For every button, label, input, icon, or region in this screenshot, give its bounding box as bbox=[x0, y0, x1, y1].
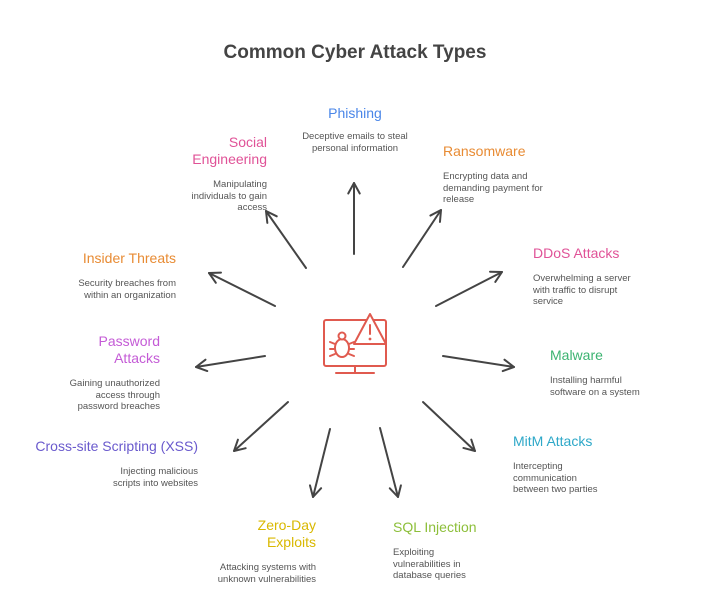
node-title: MitM Attacks bbox=[513, 433, 593, 449]
node-title: Cross-site Scripting (XSS) bbox=[35, 438, 198, 454]
node-description: Encrypting data and demanding payment fo… bbox=[443, 171, 543, 205]
node-xss: Cross-site Scripting (XSS) Injecting mal… bbox=[30, 438, 198, 489]
arrow-zeroday bbox=[308, 428, 331, 498]
node-phishing: Phishing Deceptive emails to steal perso… bbox=[300, 105, 410, 154]
node-description: Injecting malicious scripts into website… bbox=[112, 466, 198, 489]
node-title: Zero-Day Exploits bbox=[257, 517, 316, 550]
node-title: Insider Threats bbox=[82, 250, 176, 266]
node-description: Manipulating individuals to gain access bbox=[191, 179, 267, 213]
arrow-insider bbox=[208, 271, 276, 307]
node-description: Installing harmful software on a system bbox=[550, 375, 640, 398]
arrow-sql bbox=[379, 427, 402, 498]
node-title: Password Attacks bbox=[98, 333, 160, 366]
node-ransomware: Ransomware Encrypting data and demanding… bbox=[443, 143, 543, 206]
node-description: Exploiting vulnerabilities in database q… bbox=[393, 547, 466, 581]
node-malware: Malware Installing harmful software on a… bbox=[550, 347, 660, 398]
node-title: Malware bbox=[550, 347, 603, 363]
node-description: Attacking systems with unknown vulnerabi… bbox=[217, 562, 316, 585]
node-password: Password Attacks Gaining unauthorized ac… bbox=[60, 333, 160, 413]
arrow-social bbox=[265, 210, 307, 269]
node-mitm: MitM Attacks Intercepting communication … bbox=[513, 433, 613, 496]
node-zero-day: Zero-Day Exploits Attacking systems with… bbox=[216, 517, 316, 585]
arrow-xss bbox=[233, 401, 289, 452]
arrow-mitm bbox=[422, 401, 476, 452]
node-description: Gaining unauthorized access through pass… bbox=[69, 378, 160, 412]
arrow-password bbox=[195, 355, 266, 373]
node-title: Social Engineering bbox=[192, 134, 267, 167]
arrow-phishing bbox=[347, 182, 361, 255]
node-title: DDoS Attacks bbox=[533, 245, 620, 261]
arrow-ransomware bbox=[402, 209, 442, 268]
node-insider: Insider Threats Security breaches from w… bbox=[60, 250, 176, 301]
node-title: Ransomware bbox=[443, 143, 526, 159]
node-description: Overwhelming a server with traffic to di… bbox=[533, 273, 631, 307]
node-sql-injection: SQL Injection Exploiting vulnerabilities… bbox=[393, 519, 493, 582]
node-description: Deceptive emails to steal personal infor… bbox=[302, 131, 408, 154]
node-description: Security breaches from within an organiz… bbox=[78, 278, 176, 301]
page-title: Common Cyber Attack Types bbox=[223, 42, 487, 63]
arrow-malware bbox=[442, 355, 515, 373]
node-social-engineering: Social Engineering Manipulating individu… bbox=[167, 134, 267, 214]
node-ddos: DDoS Attacks Overwhelming a server with … bbox=[533, 245, 637, 308]
arrow-ddos bbox=[435, 270, 503, 307]
node-title: SQL Injection bbox=[393, 519, 477, 535]
node-title: Phishing bbox=[328, 105, 382, 121]
node-description: Intercepting communication between two p… bbox=[513, 461, 598, 495]
